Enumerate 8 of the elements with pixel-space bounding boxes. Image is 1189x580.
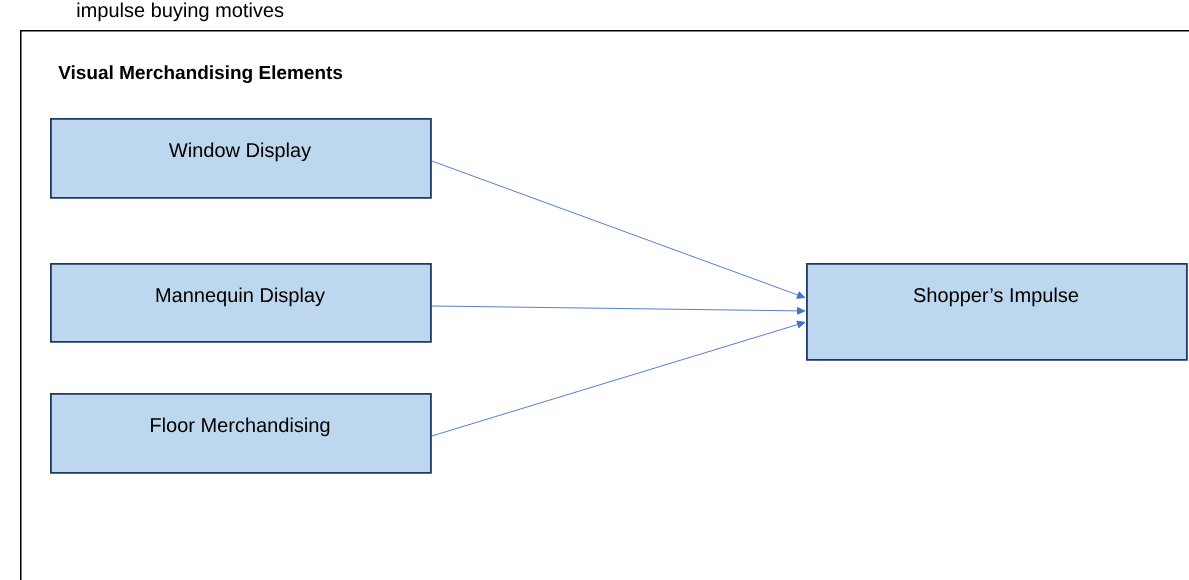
process-box: Floor Merchandising: [50, 393, 432, 474]
caption-text: impulse buying motives: [77, 2, 284, 22]
arrow: [431, 160, 806, 299]
arrow: [431, 305, 806, 315]
arrow: [431, 320, 806, 437]
process-box: Window Display: [50, 118, 432, 199]
process-box: Mannequin Display: [50, 263, 432, 343]
process-box: Shopper’s Impulse: [806, 263, 1188, 361]
